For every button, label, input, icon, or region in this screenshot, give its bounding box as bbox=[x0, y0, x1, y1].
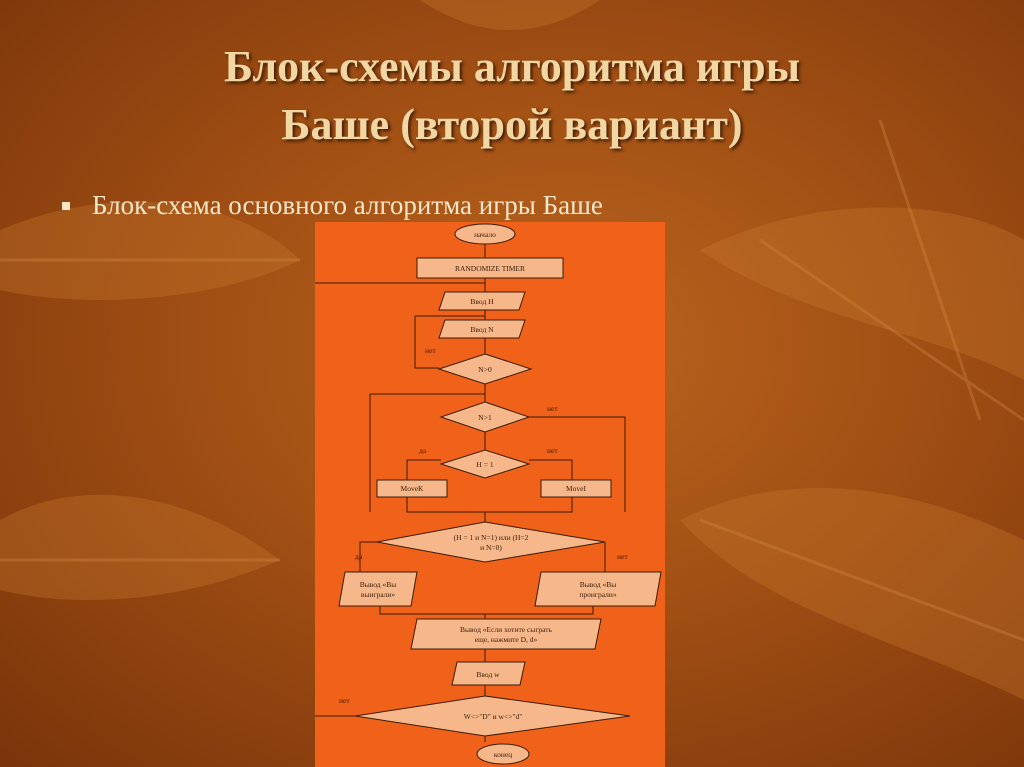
bullet-text: Блок-схема основного алгоритма игры Баше bbox=[92, 190, 603, 220]
node-move-i: MoveI bbox=[566, 484, 586, 493]
node-end: конец bbox=[494, 750, 512, 759]
label-no-win: нет bbox=[617, 552, 628, 561]
slide-title: Блок-схемы алгоритма игры Баше (второй в… bbox=[60, 38, 964, 154]
label-no-repeat: нет bbox=[339, 696, 350, 705]
title-line-1: Блок-схемы алгоритма игры bbox=[223, 42, 801, 91]
bullet-icon bbox=[62, 201, 70, 210]
flowchart-svg: начало RANDOMIZE TIMER Ввод H Ввод N N>0… bbox=[315, 223, 662, 765]
node-cond-n-gt0: N>0 bbox=[478, 365, 492, 374]
label-no-1: нет bbox=[425, 346, 436, 355]
label-no-2: нет bbox=[547, 404, 558, 413]
label-yes-h: да bbox=[419, 446, 427, 455]
node-input-w: Ввод w bbox=[476, 670, 500, 679]
node-lose-line1: Вывод «Вы bbox=[580, 580, 617, 589]
node-input-h: Ввод H bbox=[470, 297, 494, 306]
node-win-line1: Вывод «Вы bbox=[360, 580, 397, 589]
node-again-line2: еще, нажмите D, d» bbox=[475, 635, 538, 644]
node-again-line1: Вывод «Если хотите сыграть bbox=[460, 625, 553, 634]
node-lose-line2: проиграли» bbox=[579, 590, 617, 599]
node-cond-n-gt1: N>1 bbox=[478, 413, 492, 422]
node-cond-repeat: W<>"D" и w<>"d" bbox=[464, 712, 523, 721]
node-start: начало bbox=[474, 230, 496, 239]
node-cond-h-eq1: H = 1 bbox=[476, 460, 493, 469]
bullet-item: Блок-схема основного алгоритма игры Баше bbox=[62, 190, 603, 221]
title-line-2: Баше (второй вариант) bbox=[281, 100, 743, 149]
node-randomize: RANDOMIZE TIMER bbox=[455, 264, 525, 273]
node-cond-win-line1: (H = 1 и N=1) или (H=2 bbox=[454, 533, 529, 542]
node-input-n: Ввод N bbox=[470, 325, 494, 334]
node-move-k: MoveK bbox=[401, 484, 424, 493]
flowchart-image: начало RANDOMIZE TIMER Ввод H Ввод N N>0… bbox=[315, 222, 665, 767]
node-win-line2: выиграли» bbox=[361, 590, 396, 599]
label-yes-win: да bbox=[355, 552, 363, 561]
node-cond-win-line2: и N=0) bbox=[480, 543, 502, 552]
label-no-h: нет bbox=[547, 446, 558, 455]
